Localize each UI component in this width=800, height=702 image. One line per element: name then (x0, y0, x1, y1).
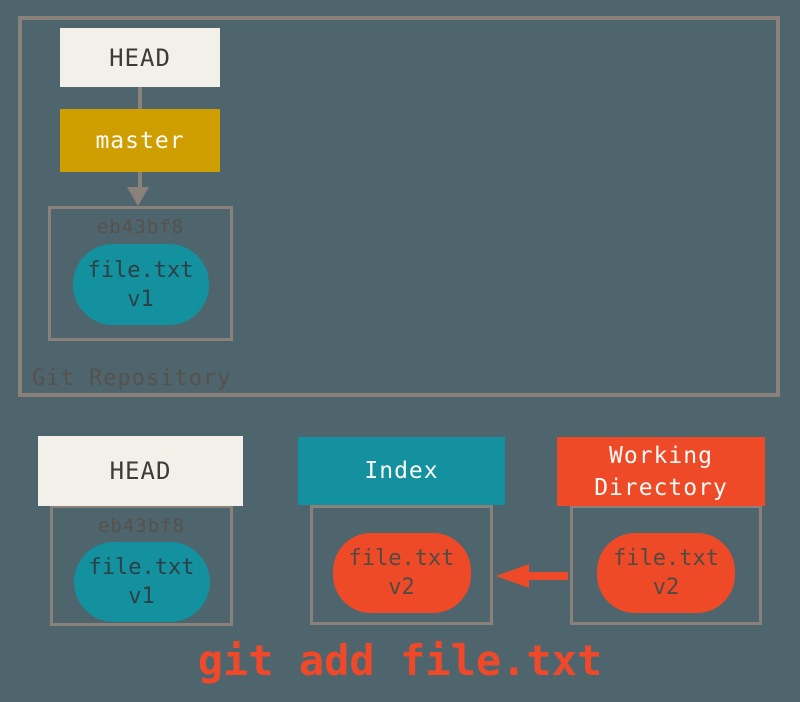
commit-id-label: eb43bf8 (96, 216, 185, 238)
head-column-header: HEAD (38, 436, 243, 506)
index-column-title: Index (364, 458, 439, 484)
blob-file-version: v2 (388, 575, 415, 600)
master-to-commit-connector (138, 172, 142, 188)
master-branch-label: master (95, 127, 185, 154)
head-ref-label: HEAD (109, 43, 171, 72)
arrow-down-icon (127, 187, 149, 206)
working-directory-column-title: Working Directory (594, 442, 728, 501)
arrow-left-icon (496, 564, 568, 588)
head-column-box: eb43bf8 file.txt v1 (50, 505, 233, 626)
blob-file-version: v1 (127, 286, 154, 312)
commit-id-label: eb43bf8 (97, 515, 186, 537)
git-repository-label: Git Repository (32, 366, 232, 391)
git-repository-box: Git Repository (18, 16, 780, 397)
blob-file-name: file.txt (348, 546, 455, 571)
working-directory-column-box: file.txt v2 (570, 505, 762, 625)
arrow-left-tail (527, 572, 568, 580)
blob-file-name: file.txt (87, 257, 194, 283)
blob-file-version: v2 (652, 575, 680, 600)
arrow-left-head (496, 564, 529, 588)
commit-box: eb43bf8 file.txt v1 (48, 206, 233, 341)
file-blob-v2: file.txt v2 (332, 533, 471, 613)
head-to-master-connector (138, 87, 142, 109)
working-directory-column-header: Working Directory (557, 437, 765, 506)
head-ref-box: HEAD (60, 28, 220, 87)
command-text: git add file.txt (197, 636, 603, 685)
index-column-header: Index (298, 437, 505, 505)
file-blob-v1: file.txt v1 (72, 244, 209, 325)
blob-file-name: file.txt (613, 546, 719, 571)
index-column-box: file.txt v2 (310, 505, 493, 625)
blob-file-name: file.txt (88, 555, 195, 580)
file-blob-v2: file.txt v2 (597, 533, 735, 613)
file-blob-v1: file.txt v1 (73, 542, 210, 622)
master-branch-box: master (60, 109, 220, 172)
blob-file-version: v1 (128, 584, 155, 609)
head-column-title: HEAD (109, 457, 172, 485)
